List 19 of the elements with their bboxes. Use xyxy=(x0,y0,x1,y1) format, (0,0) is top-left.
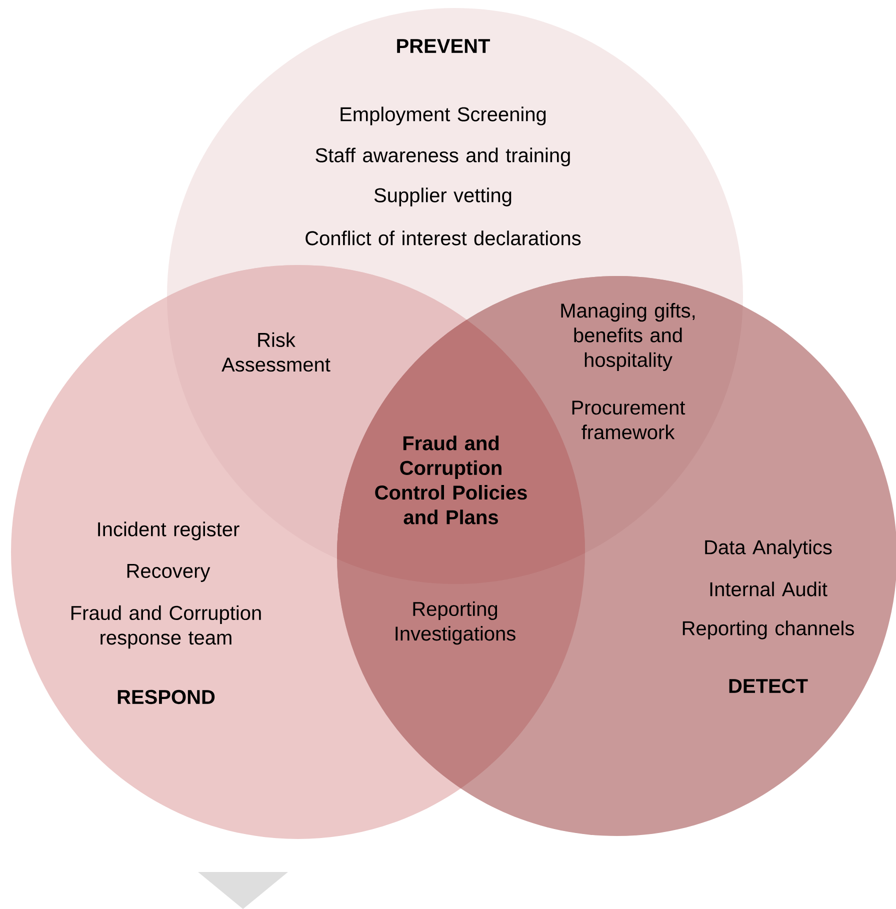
circle-item: Employment Screening xyxy=(340,106,546,126)
circle-item: Internal Audit xyxy=(710,582,828,596)
circle-item: Reporting channels xyxy=(682,620,854,640)
circle-item: Incident register xyxy=(98,522,240,540)
circle-item: Conflict of interest declarations xyxy=(306,230,581,246)
overlap-label: Managing gifts, benefits and hospitality xyxy=(561,303,695,371)
circle-heading: DETECT xyxy=(729,678,808,694)
overlap-label: Reporting Investigations xyxy=(396,601,516,645)
triangle-marker xyxy=(198,872,288,909)
circle-item: Staff awareness and training xyxy=(316,148,570,166)
overlap-label: Procurement framework xyxy=(572,400,686,440)
center-title: Fraud and Corruption Control Policies and Plans xyxy=(375,436,527,524)
circle-item: Data Analytics xyxy=(705,540,832,558)
overlap-label: Risk Assessment xyxy=(222,332,330,372)
circle-item: Supplier vetting xyxy=(374,188,512,206)
circle-heading: PREVENT xyxy=(397,39,490,53)
circle-item: Recovery xyxy=(127,564,210,582)
circle-item: Fraud and Corruption response team xyxy=(71,605,261,649)
circle-heading: RESPOND xyxy=(118,690,215,704)
